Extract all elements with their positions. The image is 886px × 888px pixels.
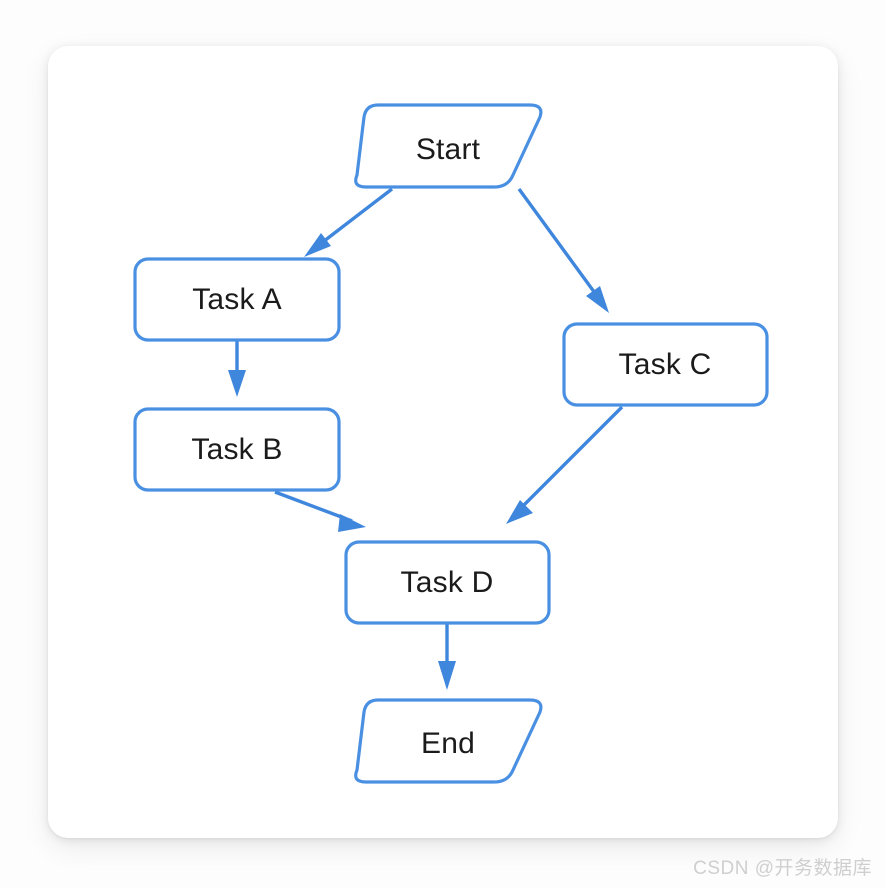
edge-start-to-task-a [304,187,394,257]
node-label: Task B [191,433,282,466]
node-task-c[interactable]: Task C [562,322,769,407]
arrowhead-icon [506,500,533,524]
node-label: Start [416,133,481,166]
node-end[interactable]: End [354,698,543,784]
edge-task-a-to-task-b [228,341,246,397]
node-label: Task D [401,566,494,599]
edge-line [313,187,394,250]
arrowhead-icon [338,514,366,532]
watermark: CSDN @开务数据库 [693,858,872,879]
node-start[interactable]: Start [354,103,543,189]
edge-start-to-task-c [517,187,609,313]
arrowhead-icon [586,286,609,313]
node-task-d[interactable]: Task D [344,540,551,625]
node-shape-parallelogram[interactable] [354,698,543,784]
arrowhead-icon [438,661,456,690]
edge-line [274,490,353,523]
node-task-b[interactable]: Task B [133,407,341,492]
node-shape-rounded-rect[interactable] [133,407,341,492]
node-shape-rounded-rect[interactable] [562,322,769,407]
arrowhead-icon [228,370,246,397]
node-label: Task A [192,283,282,316]
edge-task-b-to-task-d [274,490,366,532]
edge-task-d-to-end [438,624,456,690]
node-label: End [421,727,475,760]
node-shape-parallelogram[interactable] [354,103,543,189]
node-task-a[interactable]: Task A [133,257,341,342]
arrowhead-icon [304,233,331,257]
node-label: Task C [619,348,712,381]
edge-task-c-to-task-d [506,405,624,524]
edge-line [517,187,602,302]
node-shape-rounded-rect[interactable] [344,540,551,625]
node-shape-rounded-rect[interactable] [133,257,341,342]
edge-line [517,405,624,512]
